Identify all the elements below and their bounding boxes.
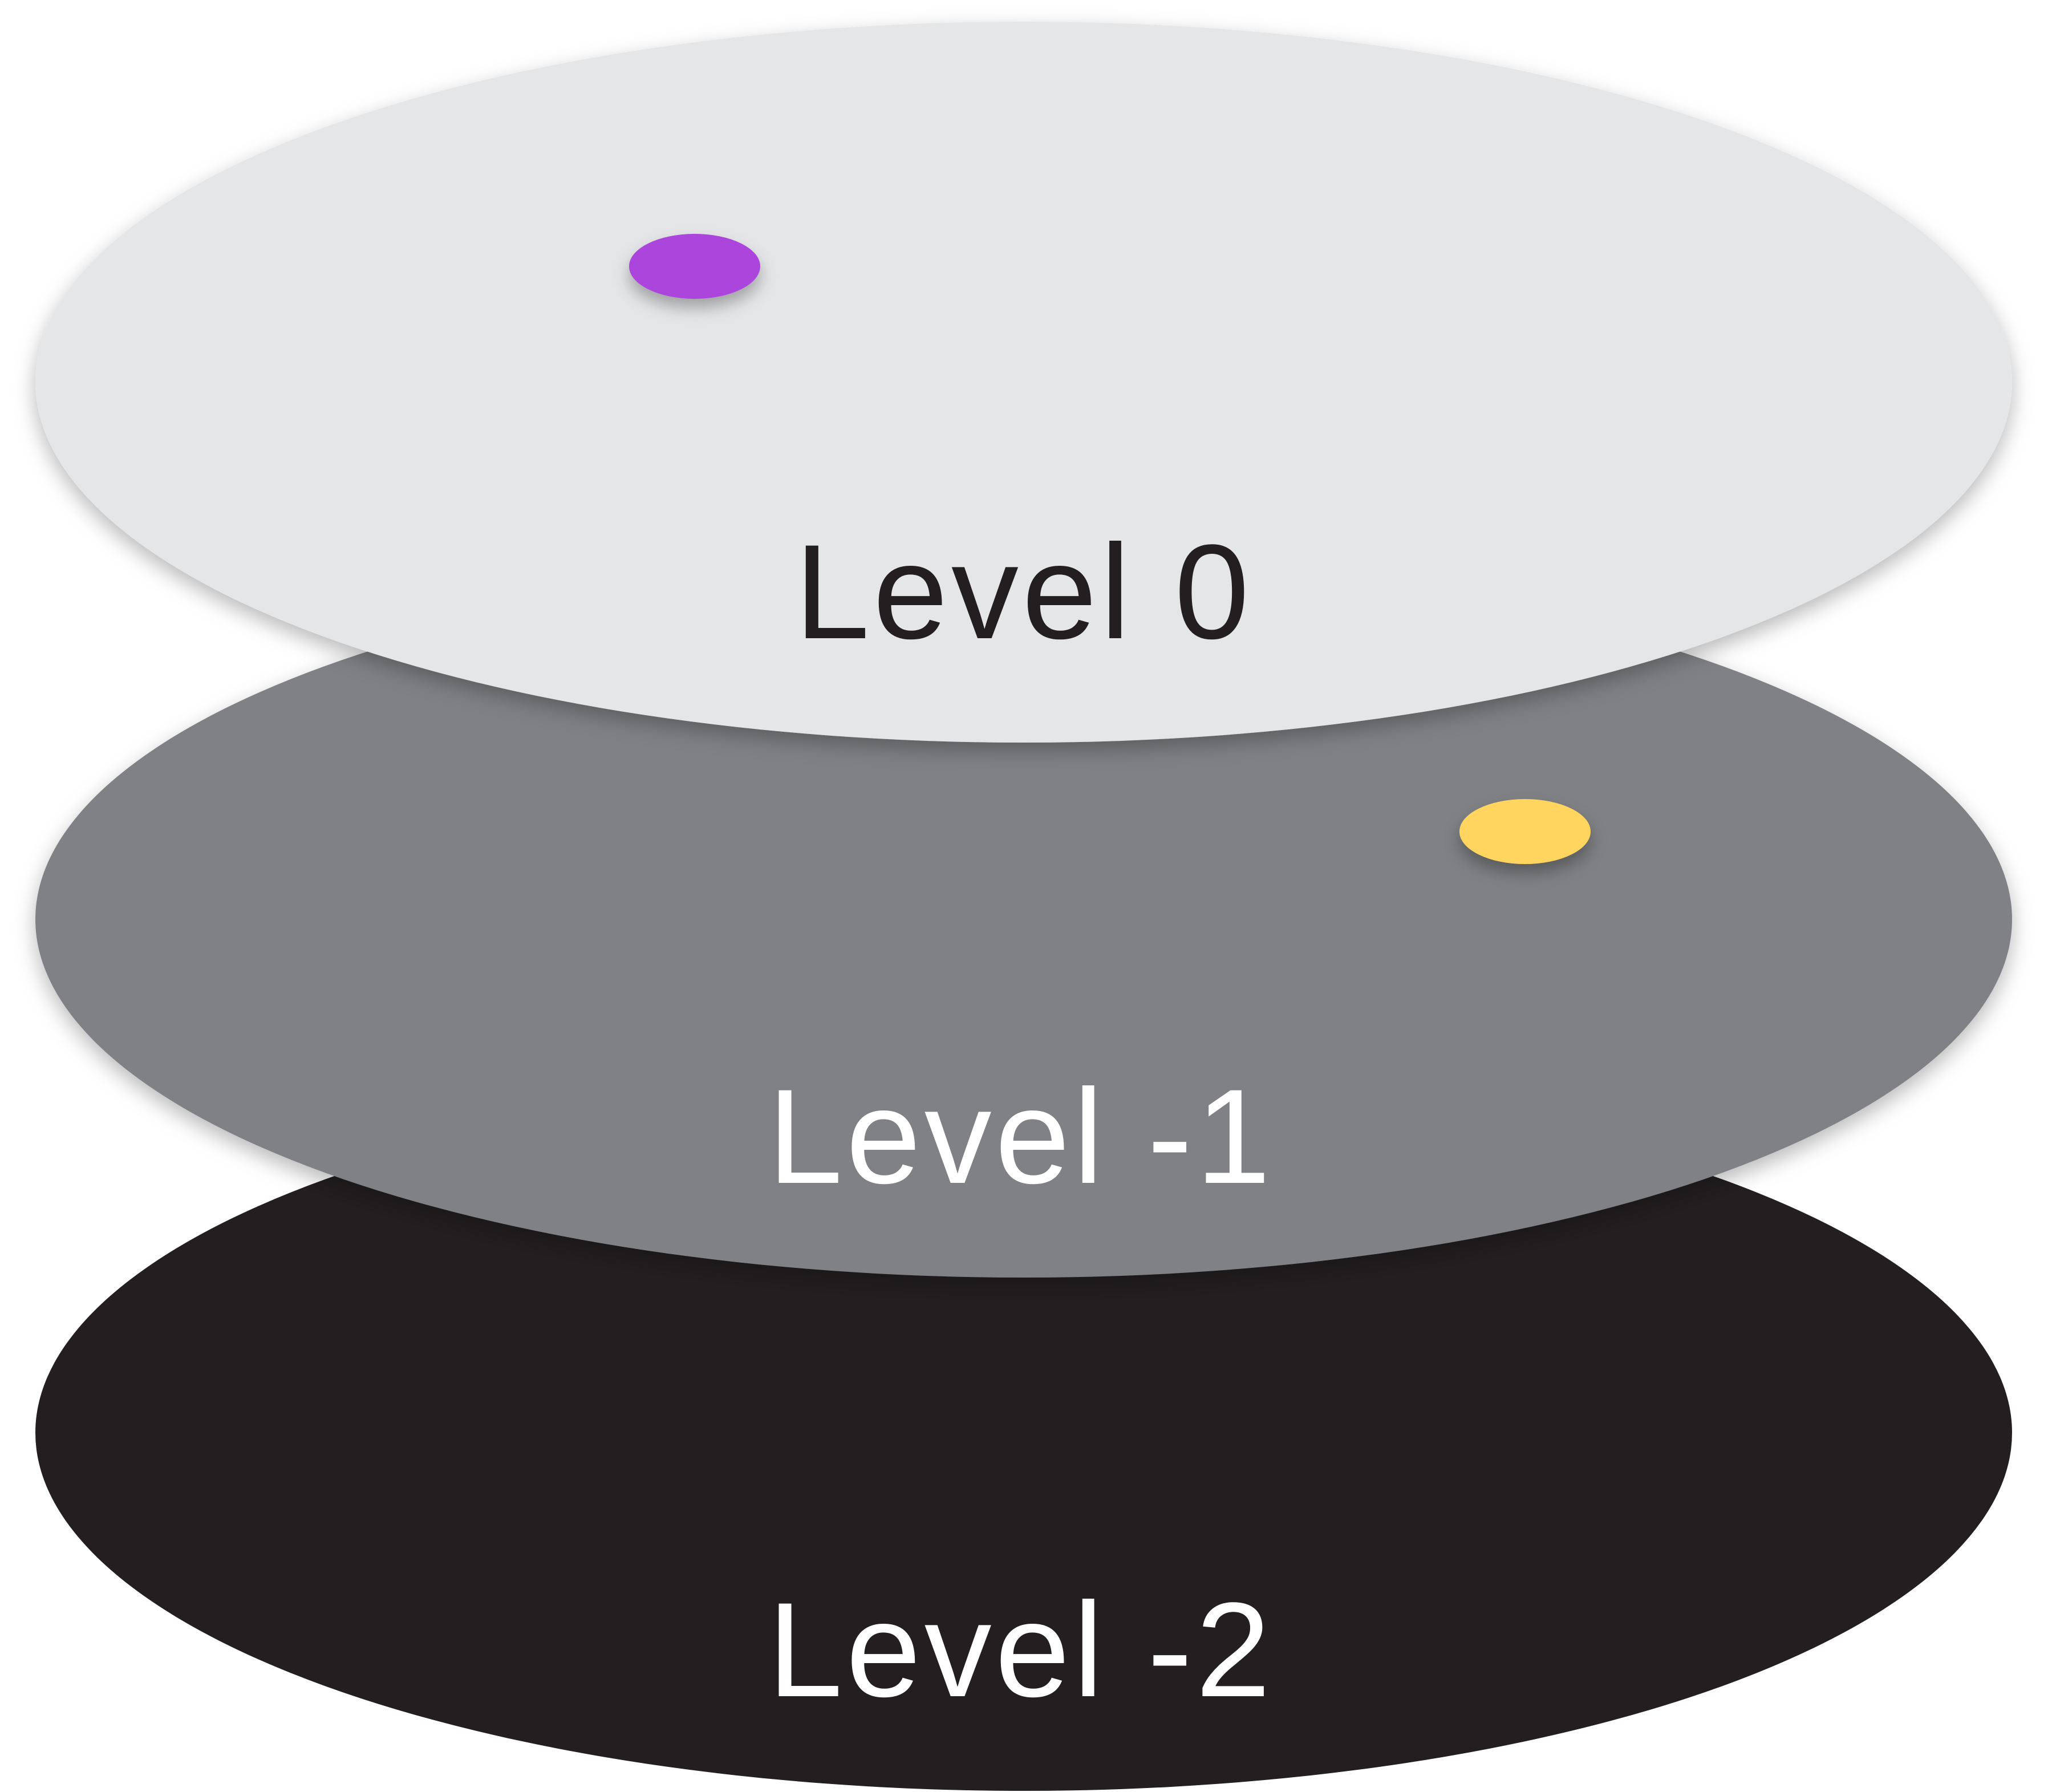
- level-minus-1-disc: [35, 561, 2012, 1278]
- level-minus-1-marker-dot: [1459, 799, 1591, 864]
- level-minus-1-label: Level -1: [768, 1061, 1274, 1212]
- level-0-disc: [35, 22, 2012, 743]
- level-0-marker-dot: [629, 234, 760, 299]
- level-minus-2-label: Level -2: [768, 1575, 1274, 1725]
- level-minus-2-disc: [35, 1075, 2012, 1791]
- level-0-label: Level 0: [794, 517, 1253, 667]
